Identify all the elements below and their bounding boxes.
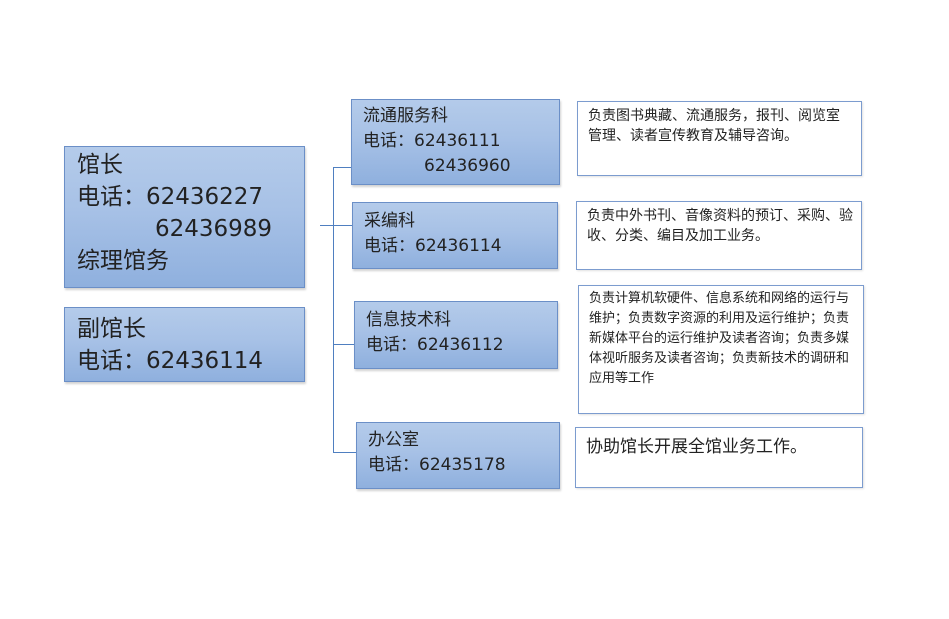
dept-phone: 电话：62436114	[364, 236, 502, 256]
dept-description: 协助馆长开展全馆业务工作。	[586, 437, 807, 457]
dept-description: 负责图书典藏、流通服务，报刊、阅览室管理、读者宣传教育及辅导咨询。	[588, 108, 840, 144]
director-phone-2: 62436989	[155, 216, 273, 242]
dept-phone: 电话：62436112	[366, 335, 504, 355]
connector-branch-2	[333, 225, 352, 226]
dept-name: 流通服务科	[363, 106, 448, 126]
deputy-phone: 电话：62436114	[77, 348, 264, 374]
desc-box-it: 负责计算机软硬件、信息系统和网络的运行与维护；负责数字资源的利用及运行维护；负责…	[578, 285, 864, 414]
dept-box-acquisition: 采编科 电话：62436114	[352, 202, 558, 269]
desc-box-office: 协助馆长开展全馆业务工作。	[575, 427, 863, 488]
dept-phone: 电话：62436111	[363, 131, 501, 151]
dept-box-office: 办公室 电话：62435178	[356, 422, 560, 489]
dept-description: 负责中外书刊、音像资料的预订、采购、验收、分类、编目及加工业务。	[587, 208, 853, 244]
dept-name: 办公室	[368, 430, 419, 450]
connector-branch-4	[333, 452, 356, 453]
connector-branch-3	[333, 344, 354, 345]
deputy-title: 副馆长	[77, 316, 146, 342]
dept-box-it: 信息技术科 电话：62436112	[354, 301, 558, 369]
connector-trunk	[333, 167, 334, 453]
director-phone: 电话：62436227	[77, 184, 264, 210]
connector-stub	[320, 225, 334, 226]
director-duty: 综理馆务	[77, 248, 169, 274]
desc-box-circulation: 负责图书典藏、流通服务，报刊、阅览室管理、读者宣传教育及辅导咨询。	[577, 101, 862, 176]
dept-name: 采编科	[364, 211, 415, 231]
connector-branch-1	[333, 167, 351, 168]
dept-phone-2: 62436960	[424, 156, 511, 176]
dept-name: 信息技术科	[366, 310, 451, 330]
deputy-box: 副馆长 电话：62436114	[64, 307, 305, 382]
desc-box-acquisition: 负责中外书刊、音像资料的预订、采购、验收、分类、编目及加工业务。	[576, 201, 862, 270]
dept-description: 负责计算机软硬件、信息系统和网络的运行与维护；负责数字资源的利用及运行维护；负责…	[589, 291, 850, 386]
dept-box-circulation: 流通服务科 电话：62436111 62436960	[351, 99, 560, 185]
director-title: 馆长	[77, 152, 123, 178]
dept-phone: 电话：62435178	[368, 455, 506, 475]
director-box: 馆长 电话：62436227 62436989 综理馆务	[64, 146, 305, 288]
